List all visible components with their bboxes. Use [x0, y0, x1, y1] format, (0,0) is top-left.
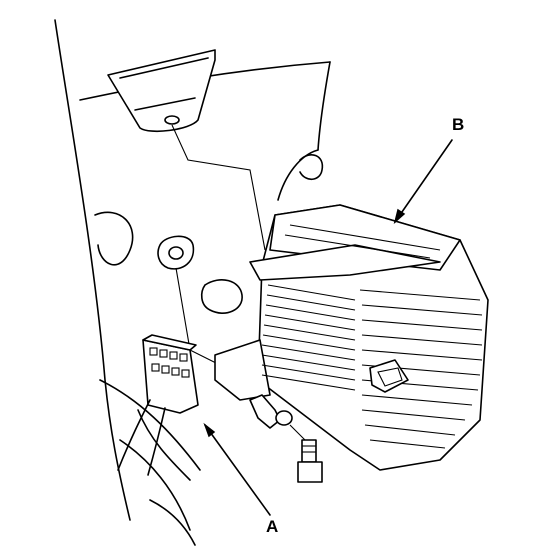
- unit-vent-lines: [261, 284, 356, 391]
- mounting-bolt-upper: [249, 394, 293, 429]
- leader-arrow-b: [393, 139, 453, 225]
- interior-panel: [54, 19, 331, 546]
- control-unit-b: [214, 204, 489, 471]
- guide-line-bolt: [289, 424, 306, 441]
- callout-label-a: A: [266, 517, 279, 536]
- leader-arrow-a: [203, 422, 271, 516]
- connector-pins: [149, 347, 190, 378]
- panel-clip: [157, 235, 195, 270]
- guide-line-bracket: [171, 124, 266, 251]
- mounting-bolt-lower: [297, 439, 323, 483]
- callout-label-b: B: [452, 115, 465, 134]
- connector-a: [142, 334, 199, 414]
- wire-harness: [117, 399, 191, 481]
- mounting-bracket: [107, 49, 216, 133]
